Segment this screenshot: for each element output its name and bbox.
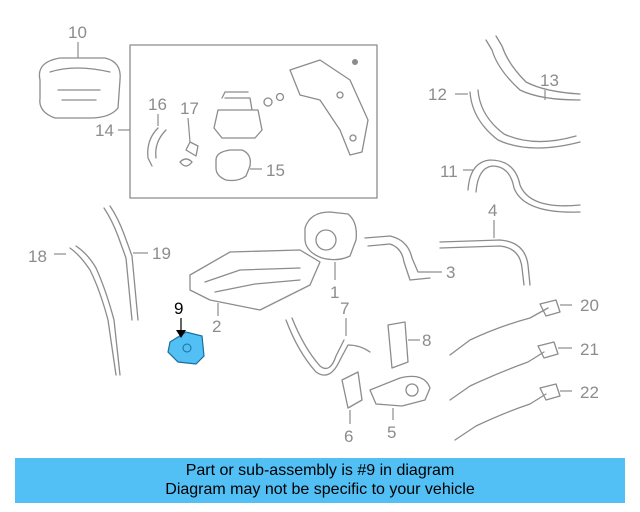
caption-banner: Part or sub-assembly is #9 in diagram Di… (15, 458, 625, 503)
callout-10: 10 (68, 23, 87, 42)
caption-line-2: Diagram may not be specific to your vehi… (165, 481, 475, 498)
callout-14: 14 (95, 121, 114, 140)
callout-16: 16 (148, 95, 167, 114)
part-2-heat-shield (189, 249, 321, 316)
part-11-pipe (463, 159, 581, 213)
part-6-bracket (341, 371, 363, 424)
part-21-sensor (449, 341, 572, 401)
callout-8: 8 (422, 331, 431, 350)
callout-21: 21 (580, 340, 599, 359)
callout-4: 4 (488, 201, 497, 220)
callout-5: 5 (387, 423, 396, 442)
part-5-valve (369, 375, 431, 420)
part-12-13-pipes (455, 35, 581, 149)
callout-1: 1 (330, 283, 339, 302)
callout-7: 7 (340, 299, 349, 318)
callout-18: 18 (28, 247, 47, 266)
part-4-hose (439, 220, 531, 286)
callout-9: 9 (174, 299, 183, 318)
callout-17: 17 (180, 99, 199, 118)
part-18-19-pipes (54, 205, 148, 376)
callout-19: 19 (152, 244, 171, 263)
part-14-assembly-box (118, 44, 378, 199)
callout-6: 6 (344, 427, 353, 446)
part-1-air-pump (304, 211, 357, 280)
callout-2: 2 (212, 317, 221, 336)
part-10-canister (38, 42, 121, 119)
part-7-pipe (285, 317, 371, 376)
callout-12: 12 (428, 85, 447, 104)
part-9-highlighted (167, 318, 205, 365)
part-20-sensor (449, 299, 572, 356)
callout-13: 13 (540, 71, 559, 90)
callout-22: 22 (580, 383, 599, 402)
part-3-hose (364, 235, 442, 281)
callout-3: 3 (446, 263, 455, 282)
callout-15: 15 (266, 161, 285, 180)
part-8-bracket (387, 321, 420, 369)
caption-line-1: Part or sub-assembly is #9 in diagram (185, 462, 455, 479)
callout-11: 11 (440, 162, 458, 181)
part-22-sensor (454, 383, 572, 441)
callout-20: 20 (580, 296, 599, 315)
